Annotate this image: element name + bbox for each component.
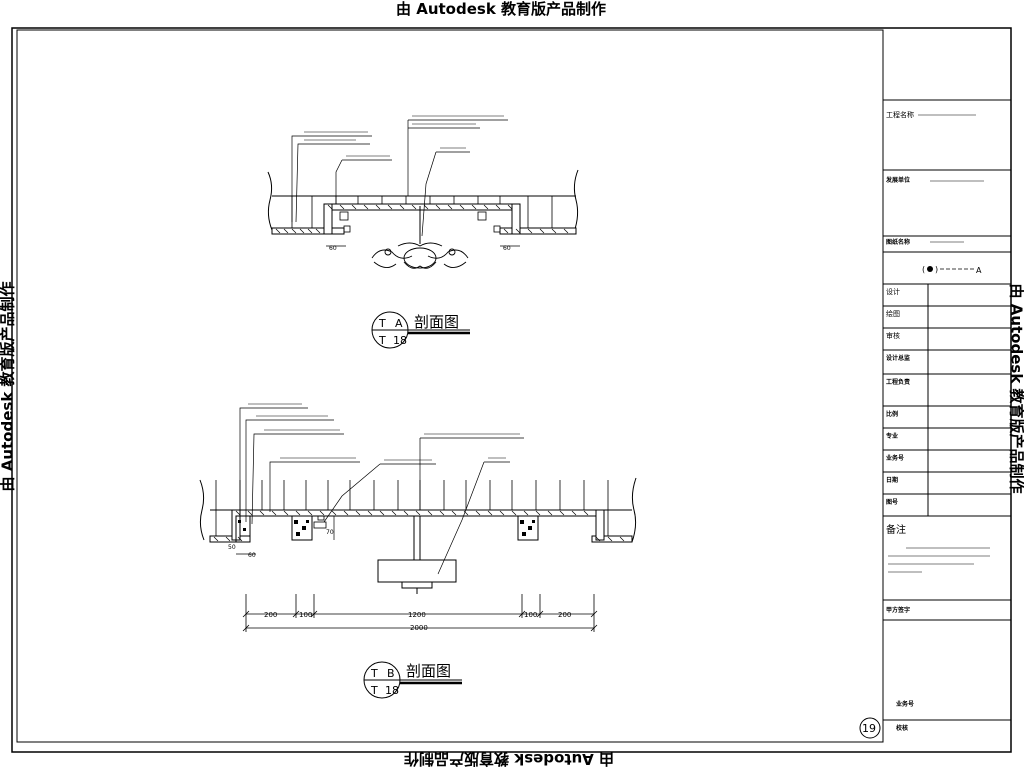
section-a-letter: A — [395, 317, 403, 330]
svg-text:设计: 设计 — [886, 287, 900, 296]
section-b-marker: T B T 18 剖面图 — [363, 661, 462, 699]
svg-text:图纸名称: 图纸名称 — [886, 238, 910, 246]
svg-text:绘图: 绘图 — [886, 309, 900, 318]
svg-text:T: T — [378, 334, 386, 347]
svg-text:): ) — [935, 265, 938, 274]
svg-text:工程负责: 工程负责 — [886, 378, 910, 386]
section-a-sheet: 18 — [393, 334, 407, 347]
section-a-title: 剖面图 — [414, 313, 459, 331]
svg-text:校核: 校核 — [896, 724, 908, 732]
section-a-drawing: 60 60 — [267, 115, 579, 269]
dim-3: 1200 — [408, 611, 426, 619]
svg-text:60: 60 — [503, 245, 511, 252]
dim-5: 200 — [558, 611, 571, 619]
svg-text:T: T — [370, 667, 378, 680]
section-a-t: T — [378, 317, 386, 330]
svg-text:图号: 图号 — [886, 498, 898, 506]
stamp-label: 甲方签字 — [886, 606, 910, 614]
svg-text:60: 60 — [329, 245, 337, 252]
svg-text:70: 70 — [326, 529, 334, 536]
dim-2: 100 — [299, 611, 312, 619]
section-b-letter: B — [387, 667, 395, 680]
svg-text:日期: 日期 — [886, 476, 898, 484]
svg-text:审核: 审核 — [886, 331, 900, 340]
notes-label: 备注 — [886, 523, 906, 536]
watermark-top: 由 Autodesk 教育版产品制作 — [396, 0, 607, 18]
svg-text:(: ( — [922, 265, 925, 274]
section-b-drawing: 70 60 50 — [199, 403, 637, 632]
drawing-frame — [16, 29, 884, 743]
section-b-sheet: 18 — [385, 684, 399, 697]
svg-text:业务号: 业务号 — [896, 700, 914, 708]
section-b-title: 剖面图 — [406, 662, 451, 680]
svg-text:专业: 专业 — [886, 432, 898, 440]
svg-text:设计总监: 设计总监 — [886, 354, 910, 362]
small-dim-1: 60 — [248, 552, 256, 559]
title-block — [882, 30, 1011, 742]
svg-text:比例: 比例 — [886, 410, 898, 418]
svg-text:T: T — [370, 684, 378, 697]
svg-text:工程名称: 工程名称 — [886, 110, 914, 119]
dim-total: 2000 — [410, 624, 428, 632]
svg-text:发展单位: 发展单位 — [885, 176, 910, 184]
page-number: 19 — [862, 722, 876, 735]
small-dim-2: 50 — [228, 544, 236, 551]
svg-text:A: A — [976, 266, 982, 275]
section-a-marker: T A T 18 剖面图 — [371, 311, 470, 349]
svg-text:业务号: 业务号 — [886, 454, 904, 462]
dim-4: 100 — [524, 611, 537, 619]
title-block-labels: 工程名称 发展单位 图纸名称 ( ) A 设计 绘图 审核 设计总监 工程负责 … — [859, 110, 990, 739]
sheet-border — [11, 27, 1012, 753]
dim-1: 200 — [264, 611, 277, 619]
